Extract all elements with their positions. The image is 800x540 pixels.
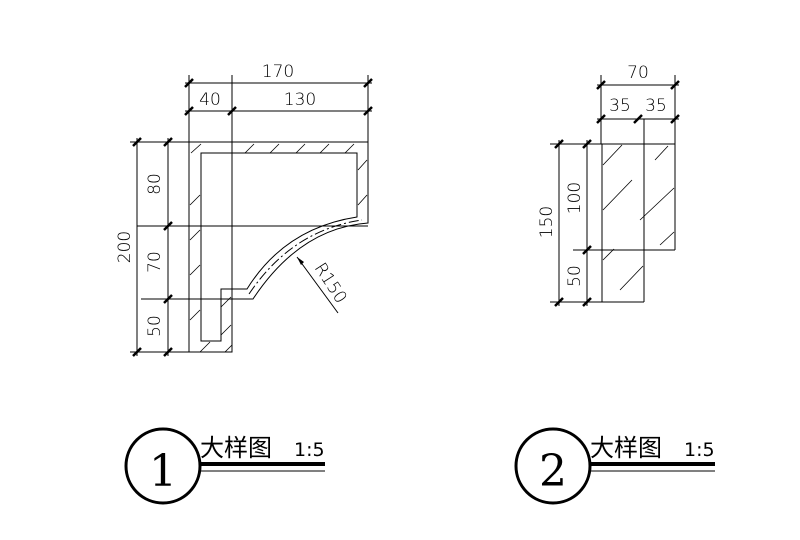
dimension-top [185,75,372,352]
radius-leader [296,256,339,314]
dim-right-width: 130 [284,90,316,110]
dim-lower-height: 50 [565,265,585,287]
detail-1-section: 170 40 130 200 80 70 50 [115,62,374,358]
dim-total-height: 200 [115,231,135,263]
dim-left-width: 40 [199,90,221,110]
detail-number: 1 [149,446,177,497]
dimension-left [130,138,368,356]
plank-outline [601,143,676,303]
hatching-2 [602,144,675,291]
detail-label-2: 2 大样图 1:5 [514,427,715,505]
dim-bottom-height: 50 [145,315,165,337]
dim-half-right: 35 [645,96,667,116]
dim-total-width-2: 70 [627,63,649,83]
detail-number: 2 [539,446,567,497]
detail-title: 大样图 [590,434,662,462]
dim-half-left: 35 [609,96,631,116]
dim-mid-height: 70 [145,251,165,273]
dim-upper-height: 100 [565,182,585,214]
detail-label-1: 1 大样图 1:5 [124,427,325,505]
dim-total-width: 170 [262,62,294,82]
dim-top-height: 80 [145,173,165,195]
detail-2-section: 70 35 35 150 100 50 [537,63,681,308]
hatching [189,143,368,353]
dim-total-height-2: 150 [537,206,557,238]
cornice-profile [188,141,369,353]
detail-scale: 1:5 [294,439,325,461]
detail-scale: 1:5 [684,439,715,461]
detail-title: 大样图 [200,434,272,462]
